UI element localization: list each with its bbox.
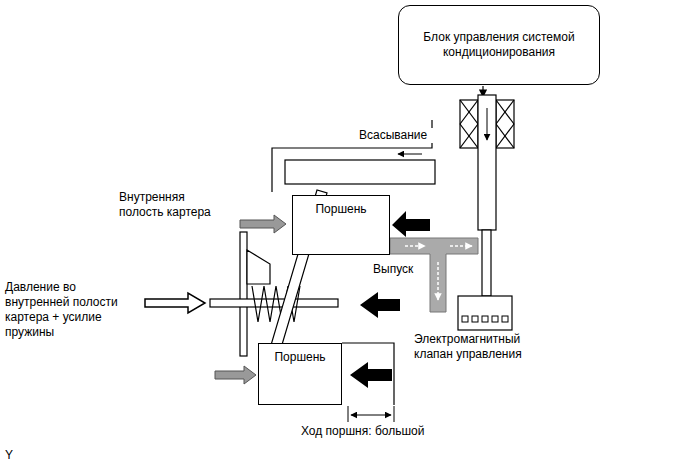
pressure-arrow	[215, 366, 256, 384]
part-label: Электромагнитный клапан управления	[413, 332, 540, 362]
pressure-arrow	[360, 292, 400, 318]
pressure-arrow	[392, 211, 430, 237]
part-name: Поршень	[265, 350, 335, 365]
cylinder-wall	[342, 343, 394, 405]
dimension-tick	[394, 406, 395, 422]
discharge-flow	[450, 245, 472, 247]
discharge-flow	[437, 262, 439, 300]
valve-arrow	[487, 108, 488, 140]
suction-chamber	[285, 160, 435, 184]
pressure-arrow	[240, 215, 286, 233]
part-label: Давление во внутренней полости картера +…	[4, 280, 144, 340]
stroke-dimension	[351, 415, 391, 416]
dimension-tick	[348, 406, 349, 422]
part-label: Выпуск	[372, 262, 426, 277]
control-unit-box: Блок управления системой кондиционирован…	[398, 5, 600, 85]
drive-plate	[240, 232, 247, 356]
valve-stem	[482, 230, 491, 296]
part-label: Ход поршня: большой	[300, 424, 442, 439]
valve-detail	[462, 316, 508, 322]
suction-flow-arrow	[398, 154, 422, 155]
solenoid-coil	[460, 95, 514, 230]
pressure-arrow	[350, 362, 392, 388]
hollow-arrow	[145, 293, 205, 313]
piston-box: Поршень	[258, 343, 342, 405]
hub	[247, 250, 270, 284]
valve-body	[458, 296, 512, 330]
part-label: Всасывание	[358, 128, 440, 143]
part-name: Поршень	[299, 202, 383, 217]
part-label: Y	[4, 448, 26, 463]
piston-box: Поршень	[292, 195, 390, 255]
discharge-flow	[405, 245, 425, 247]
unit-name: Блок управления системой кондиционирован…	[407, 30, 591, 60]
part-label: Внутренняя полость картера	[118, 190, 220, 220]
